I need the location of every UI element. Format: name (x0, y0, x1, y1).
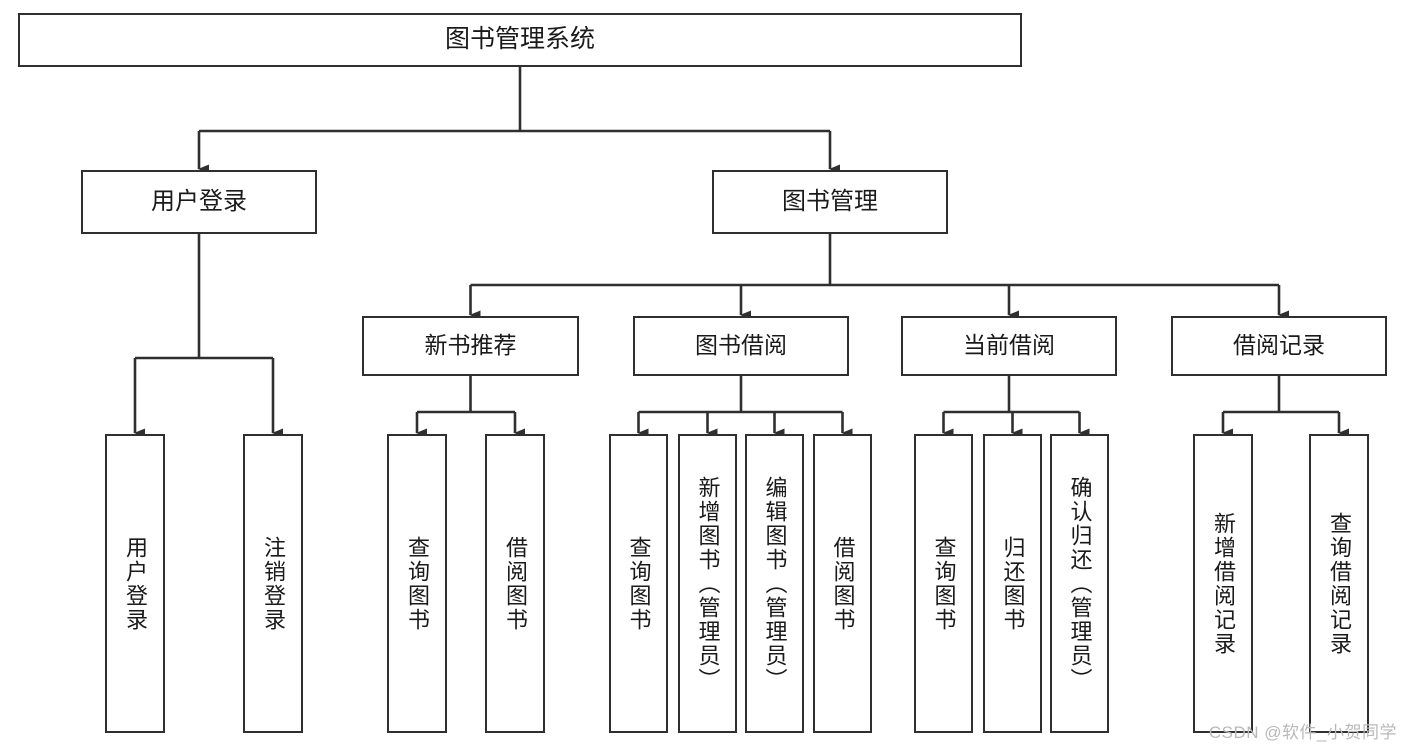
node-label: 借阅图书 (830, 535, 856, 632)
node-label: 新增图书（管理员） (695, 475, 721, 692)
node-label: 用户登录 (151, 187, 247, 215)
node-leaf-bb-add[interactable]: 新增图书（管理员） (678, 434, 737, 733)
node-label: 图书管理 (782, 187, 878, 215)
node-root[interactable]: 图书管理系统 (18, 13, 1022, 67)
node-l2-newbook[interactable]: 新书推荐 (362, 316, 579, 376)
node-leaf-cb-return[interactable]: 归还图书 (983, 434, 1042, 733)
watermark: CSDN @软件_小贺同学 (1208, 723, 1397, 742)
node-label: 新增借阅记录 (1210, 511, 1236, 656)
node-leaf-rec-add[interactable]: 新增借阅记录 (1193, 434, 1253, 733)
node-label: 查询图书 (626, 535, 652, 632)
node-label: 编辑图书（管理员） (762, 475, 788, 692)
node-leaf-nb-query[interactable]: 查询图书 (387, 434, 447, 733)
node-label: 注销登录 (260, 535, 286, 632)
node-label: 归还图书 (1000, 535, 1026, 632)
node-label: 用户登录 (122, 535, 148, 632)
node-label: 查询图书 (404, 535, 430, 632)
node-leaf-nb-borrow[interactable]: 借阅图书 (485, 434, 545, 733)
node-leaf-bb-borrow[interactable]: 借阅图书 (813, 434, 872, 733)
node-leaf-cb-confirm[interactable]: 确认归还（管理员） (1050, 434, 1109, 733)
node-label: 新书推荐 (424, 332, 517, 359)
node-leaf-user-login[interactable]: 用户登录 (105, 434, 165, 733)
node-leaf-user-logout[interactable]: 注销登录 (243, 434, 303, 733)
node-l2-borrow[interactable]: 图书借阅 (633, 316, 849, 376)
node-label: 图书管理系统 (444, 25, 595, 54)
node-label: 查询图书 (931, 535, 957, 632)
node-l1-books[interactable]: 图书管理 (712, 170, 948, 234)
node-leaf-bb-edit[interactable]: 编辑图书（管理员） (745, 434, 804, 733)
node-leaf-cb-query[interactable]: 查询图书 (914, 434, 973, 733)
node-label: 当前借阅 (963, 332, 1055, 359)
node-label: 确认归还（管理员） (1067, 475, 1093, 692)
node-label: 图书借阅 (695, 332, 787, 359)
node-label: 借阅记录 (1233, 332, 1325, 359)
node-label: 查询借阅记录 (1326, 511, 1352, 656)
node-l2-current[interactable]: 当前借阅 (901, 316, 1117, 376)
node-leaf-bb-query[interactable]: 查询图书 (609, 434, 668, 733)
node-l2-records[interactable]: 借阅记录 (1171, 316, 1387, 376)
node-label: 借阅图书 (502, 535, 528, 632)
node-l1-login[interactable]: 用户登录 (81, 170, 317, 234)
node-leaf-rec-query[interactable]: 查询借阅记录 (1309, 434, 1369, 733)
